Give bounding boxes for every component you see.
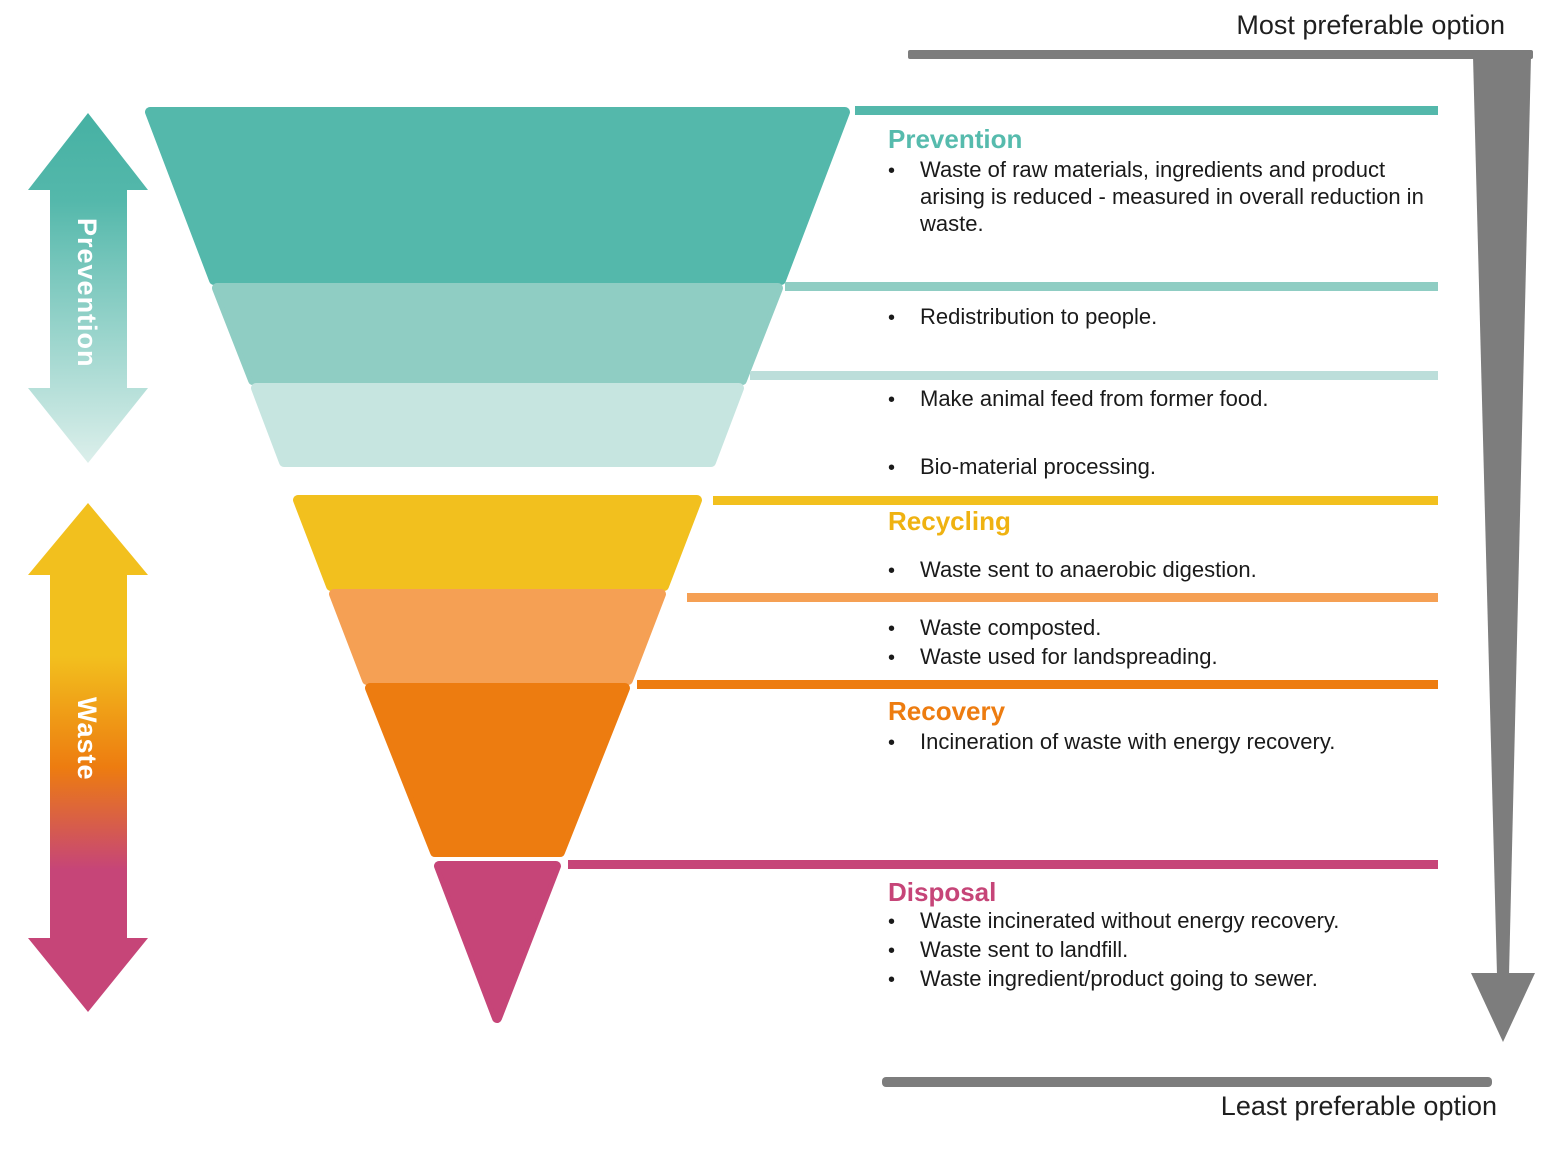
heading-recycling: Recycling: [888, 506, 1011, 536]
bullet-icon: [888, 614, 920, 643]
list-item: Incineration of waste with energy recove…: [888, 728, 1440, 757]
funnel-segment-disposal: [434, 861, 561, 1023]
prevention-arrow-label: Prevention: [72, 218, 102, 368]
funnel-segment-recovery: [365, 683, 630, 857]
list-item: Waste ingredient/product going to sewer.: [888, 965, 1440, 994]
divider-redistribution: [785, 282, 1438, 291]
list-item: Redistribution to people.: [888, 303, 1440, 332]
divider-recycling: [713, 496, 1438, 505]
preference-bottom-bar: [882, 1077, 1492, 1087]
bullet-icon: [888, 303, 920, 332]
funnel-segment-recycling: [293, 495, 702, 591]
divider-recovery: [637, 680, 1438, 689]
funnel-segment-prevention: [145, 107, 850, 285]
heading-prevention: Prevention: [888, 124, 1023, 154]
bio-material-bullets: Bio-material processing.: [888, 453, 1440, 482]
bullet-icon: [888, 556, 920, 585]
bullet-icon: [888, 936, 920, 965]
recycling-bullets: Waste sent to anaerobic digestion.: [888, 556, 1440, 585]
bullet-icon: [888, 643, 920, 672]
bullet-icon: [888, 965, 920, 994]
bullet-icon: [888, 453, 920, 482]
list-item: Waste used for landspreading.: [888, 643, 1440, 672]
prevention-bullets: Waste of raw materials, ingredients and …: [888, 156, 1440, 237]
bullet-icon: [888, 907, 920, 936]
preference-arrow-shaft: [1473, 56, 1531, 975]
heading-recovery: Recovery: [888, 696, 1006, 726]
waste-arrow: [28, 503, 148, 1012]
compost-bullets: Waste composted. Waste used for landspre…: [888, 614, 1440, 672]
preference-arrow-head: [1471, 973, 1535, 1042]
divider-animal-feed: [750, 371, 1438, 380]
list-item: Make animal feed from former food.: [888, 385, 1440, 414]
heading-disposal: Disposal: [888, 877, 997, 907]
list-item: Waste incinerated without energy recover…: [888, 907, 1440, 936]
funnel-segment-compost: [329, 589, 666, 685]
list-item: Bio-material processing.: [888, 453, 1440, 482]
bullet-icon: [888, 385, 920, 414]
funnel-segment-animal-feed: [251, 383, 744, 467]
prevention-arrow: [28, 113, 148, 463]
list-item: Waste sent to landfill.: [888, 936, 1440, 965]
list-item: Waste composted.: [888, 614, 1440, 643]
divider-compost: [687, 593, 1438, 602]
list-item: Waste sent to anaerobic digestion.: [888, 556, 1440, 585]
divider-prevention: [855, 106, 1438, 115]
least-preferable-label: Least preferable option: [1220, 1091, 1497, 1121]
funnel-segment-redistribution: [212, 283, 783, 385]
list-item: Waste of raw materials, ingredients and …: [888, 156, 1440, 237]
preference-top-bar: [908, 50, 1533, 59]
bullet-icon: [888, 156, 920, 237]
disposal-bullets: Waste incinerated without energy recover…: [888, 907, 1440, 994]
divider-disposal: [568, 860, 1438, 869]
bullet-icon: [888, 728, 920, 757]
animal-feed-bullets: Make animal feed from former food.: [888, 385, 1440, 414]
recovery-bullets: Incineration of waste with energy recove…: [888, 728, 1440, 757]
waste-arrow-label: Waste: [72, 697, 102, 781]
most-preferable-label: Most preferable option: [1236, 10, 1505, 40]
redistribution-bullets: Redistribution to people.: [888, 303, 1440, 332]
